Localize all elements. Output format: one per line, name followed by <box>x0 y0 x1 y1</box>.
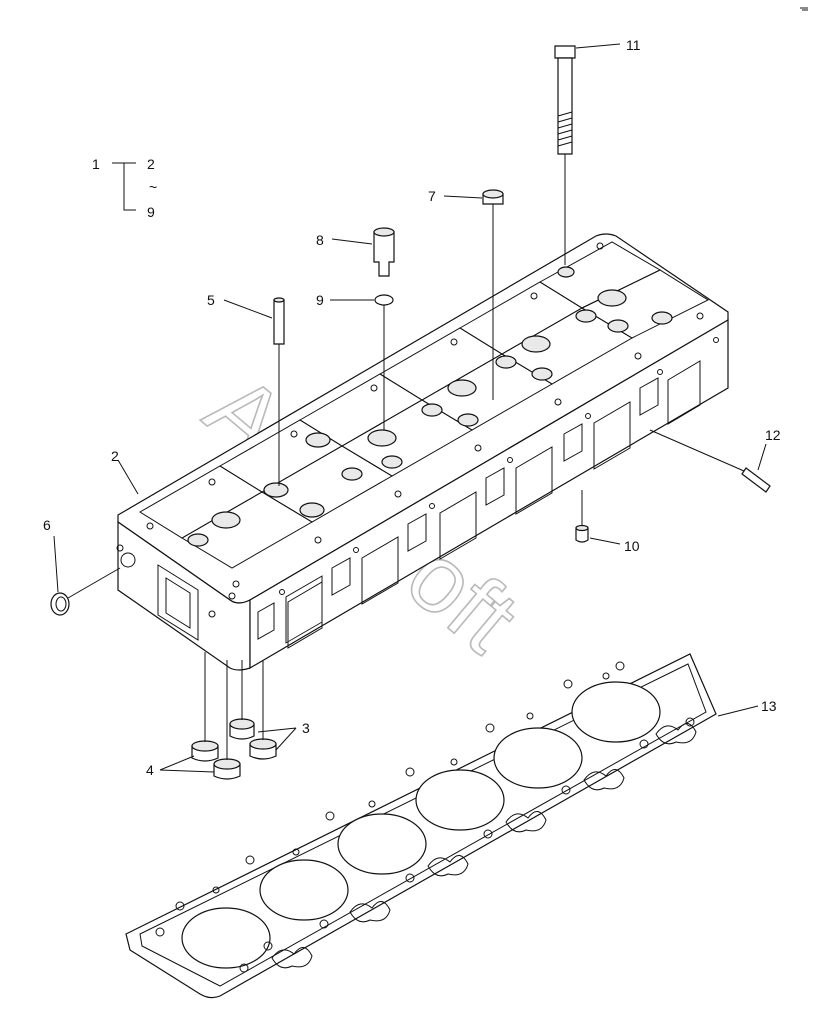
callout-12: 12 <box>765 427 781 443</box>
injector-sleeve <box>482 189 504 400</box>
expansion-plug <box>50 567 121 616</box>
gasket-water-ports <box>271 723 697 969</box>
valve-seats <box>187 266 673 547</box>
head-bolt-holes <box>146 242 704 588</box>
callout-7: 7 <box>428 188 436 204</box>
head-bolt <box>554 45 576 265</box>
head-gasket <box>125 653 717 999</box>
cylinder-head <box>116 233 729 671</box>
callouts: 1 2 ~ 9 11 7 8 9 5 2 6 12 10 13 3 4 <box>43 37 781 778</box>
valve-bays <box>139 241 710 569</box>
callout-6: 6 <box>43 517 51 533</box>
gasket-bores <box>181 681 661 969</box>
callout-2: 2 <box>111 448 119 464</box>
stud <box>649 429 771 493</box>
callout-3: 3 <box>302 720 310 736</box>
locating-dowel <box>575 490 589 543</box>
callout-10: 10 <box>624 538 640 554</box>
callout-1: 1 <box>92 156 100 172</box>
o-ring <box>374 294 394 430</box>
callout-9-range: 9 <box>147 204 155 220</box>
callout-11: 11 <box>626 37 641 53</box>
corner-mark <box>800 7 808 11</box>
callout-5: 5 <box>207 292 215 308</box>
gasket-holes <box>155 661 695 973</box>
callout-13: 13 <box>761 698 777 714</box>
dowel-pin <box>273 297 285 486</box>
callout-8: 8 <box>316 232 324 248</box>
callout-9: 9 <box>316 292 324 308</box>
callout-range-tilde: ~ <box>149 179 157 195</box>
callout-2-range: 2 <box>147 156 155 172</box>
valve-seat-rings <box>191 652 277 780</box>
leader-lines <box>53 43 767 773</box>
callout-4: 4 <box>146 762 154 778</box>
side-holes <box>279 337 719 595</box>
sleeve-insert <box>373 227 395 277</box>
